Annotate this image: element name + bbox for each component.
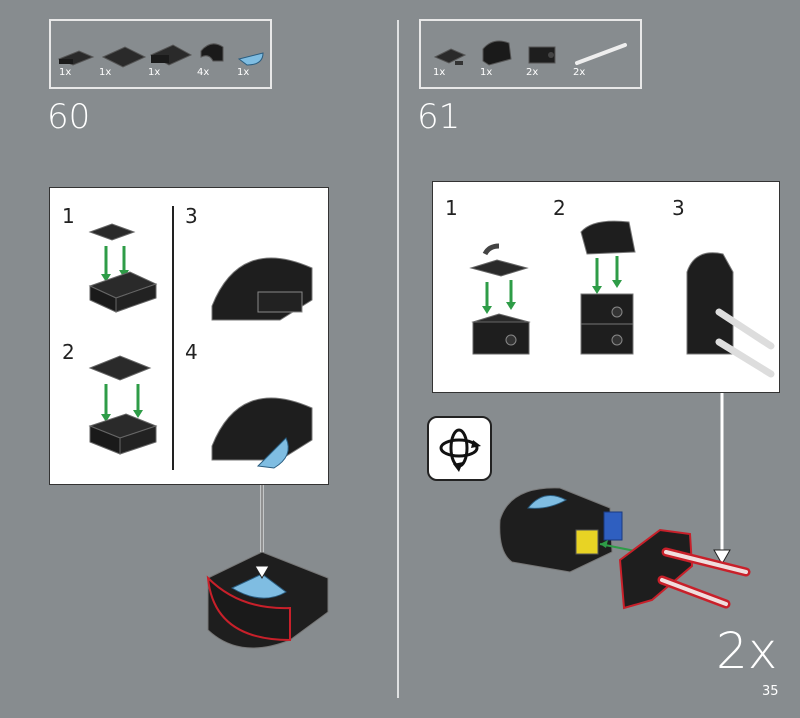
part-qty: 1x — [148, 67, 161, 78]
rotate-model-callout — [427, 416, 492, 481]
arrow-head — [713, 549, 731, 566]
dish-half-icon — [237, 52, 264, 66]
substep-2-illustration — [88, 355, 158, 455]
plate-2x2-side-studs-icon — [149, 44, 193, 66]
substep-label: 2 — [62, 340, 75, 364]
plate-2x2-icon — [101, 46, 147, 68]
part-qty: 1x — [433, 67, 446, 78]
substep-label: 3 — [185, 204, 198, 228]
part-qty: 1x — [59, 67, 72, 78]
step-61-model — [499, 487, 751, 610]
part-qty: 1x — [99, 67, 112, 78]
substep-box-step-60: 1 3 2 4 — [49, 187, 329, 485]
part-qty: 4x — [197, 67, 210, 78]
substep-label: 3 — [672, 196, 685, 220]
parts-list-step-61: 1x 1x 2x 2x — [419, 19, 642, 89]
bar-icon — [575, 43, 627, 65]
substep-label: 1 — [445, 196, 458, 220]
substep-1-illustration — [469, 243, 531, 355]
substep-label: 4 — [185, 340, 198, 364]
curved-slope-icon — [482, 40, 512, 66]
substep-4-illustration — [211, 397, 313, 469]
step-number: 60 — [47, 97, 91, 137]
step-number: 61 — [417, 97, 461, 137]
parts-icons — [433, 40, 627, 66]
substep-1-illustration — [88, 223, 158, 313]
rotate-icon — [439, 428, 481, 472]
part-qty: 2x — [526, 67, 539, 78]
step-60-model — [206, 551, 329, 649]
substep-box-step-61: 1 2 3 — [432, 181, 780, 393]
page-divider — [397, 20, 399, 698]
substep-divider — [172, 206, 174, 470]
brick-technic-icon — [528, 46, 556, 64]
page-number: 35 — [762, 684, 779, 699]
plate-1x2-icon — [57, 50, 95, 66]
substep-2-illustration — [580, 220, 636, 355]
substep-label: 1 — [62, 204, 75, 228]
parts-icons — [57, 43, 264, 68]
parts-list-step-60: 1x 1x 1x 4x 1x — [49, 19, 272, 89]
build-multiplier: 2x — [716, 622, 778, 680]
part-qty: 2x — [573, 67, 586, 78]
substep-3-illustration — [211, 257, 313, 321]
curved-slope-icon — [200, 43, 224, 62]
substep-label: 2 — [553, 196, 566, 220]
part-qty: 1x — [237, 67, 250, 78]
substep-illustrations — [88, 223, 313, 469]
substep-3-illustration — [686, 252, 775, 378]
plate-with-clip-icon — [433, 48, 467, 65]
part-qty: 1x — [480, 67, 493, 78]
substep-illustrations — [469, 220, 775, 378]
